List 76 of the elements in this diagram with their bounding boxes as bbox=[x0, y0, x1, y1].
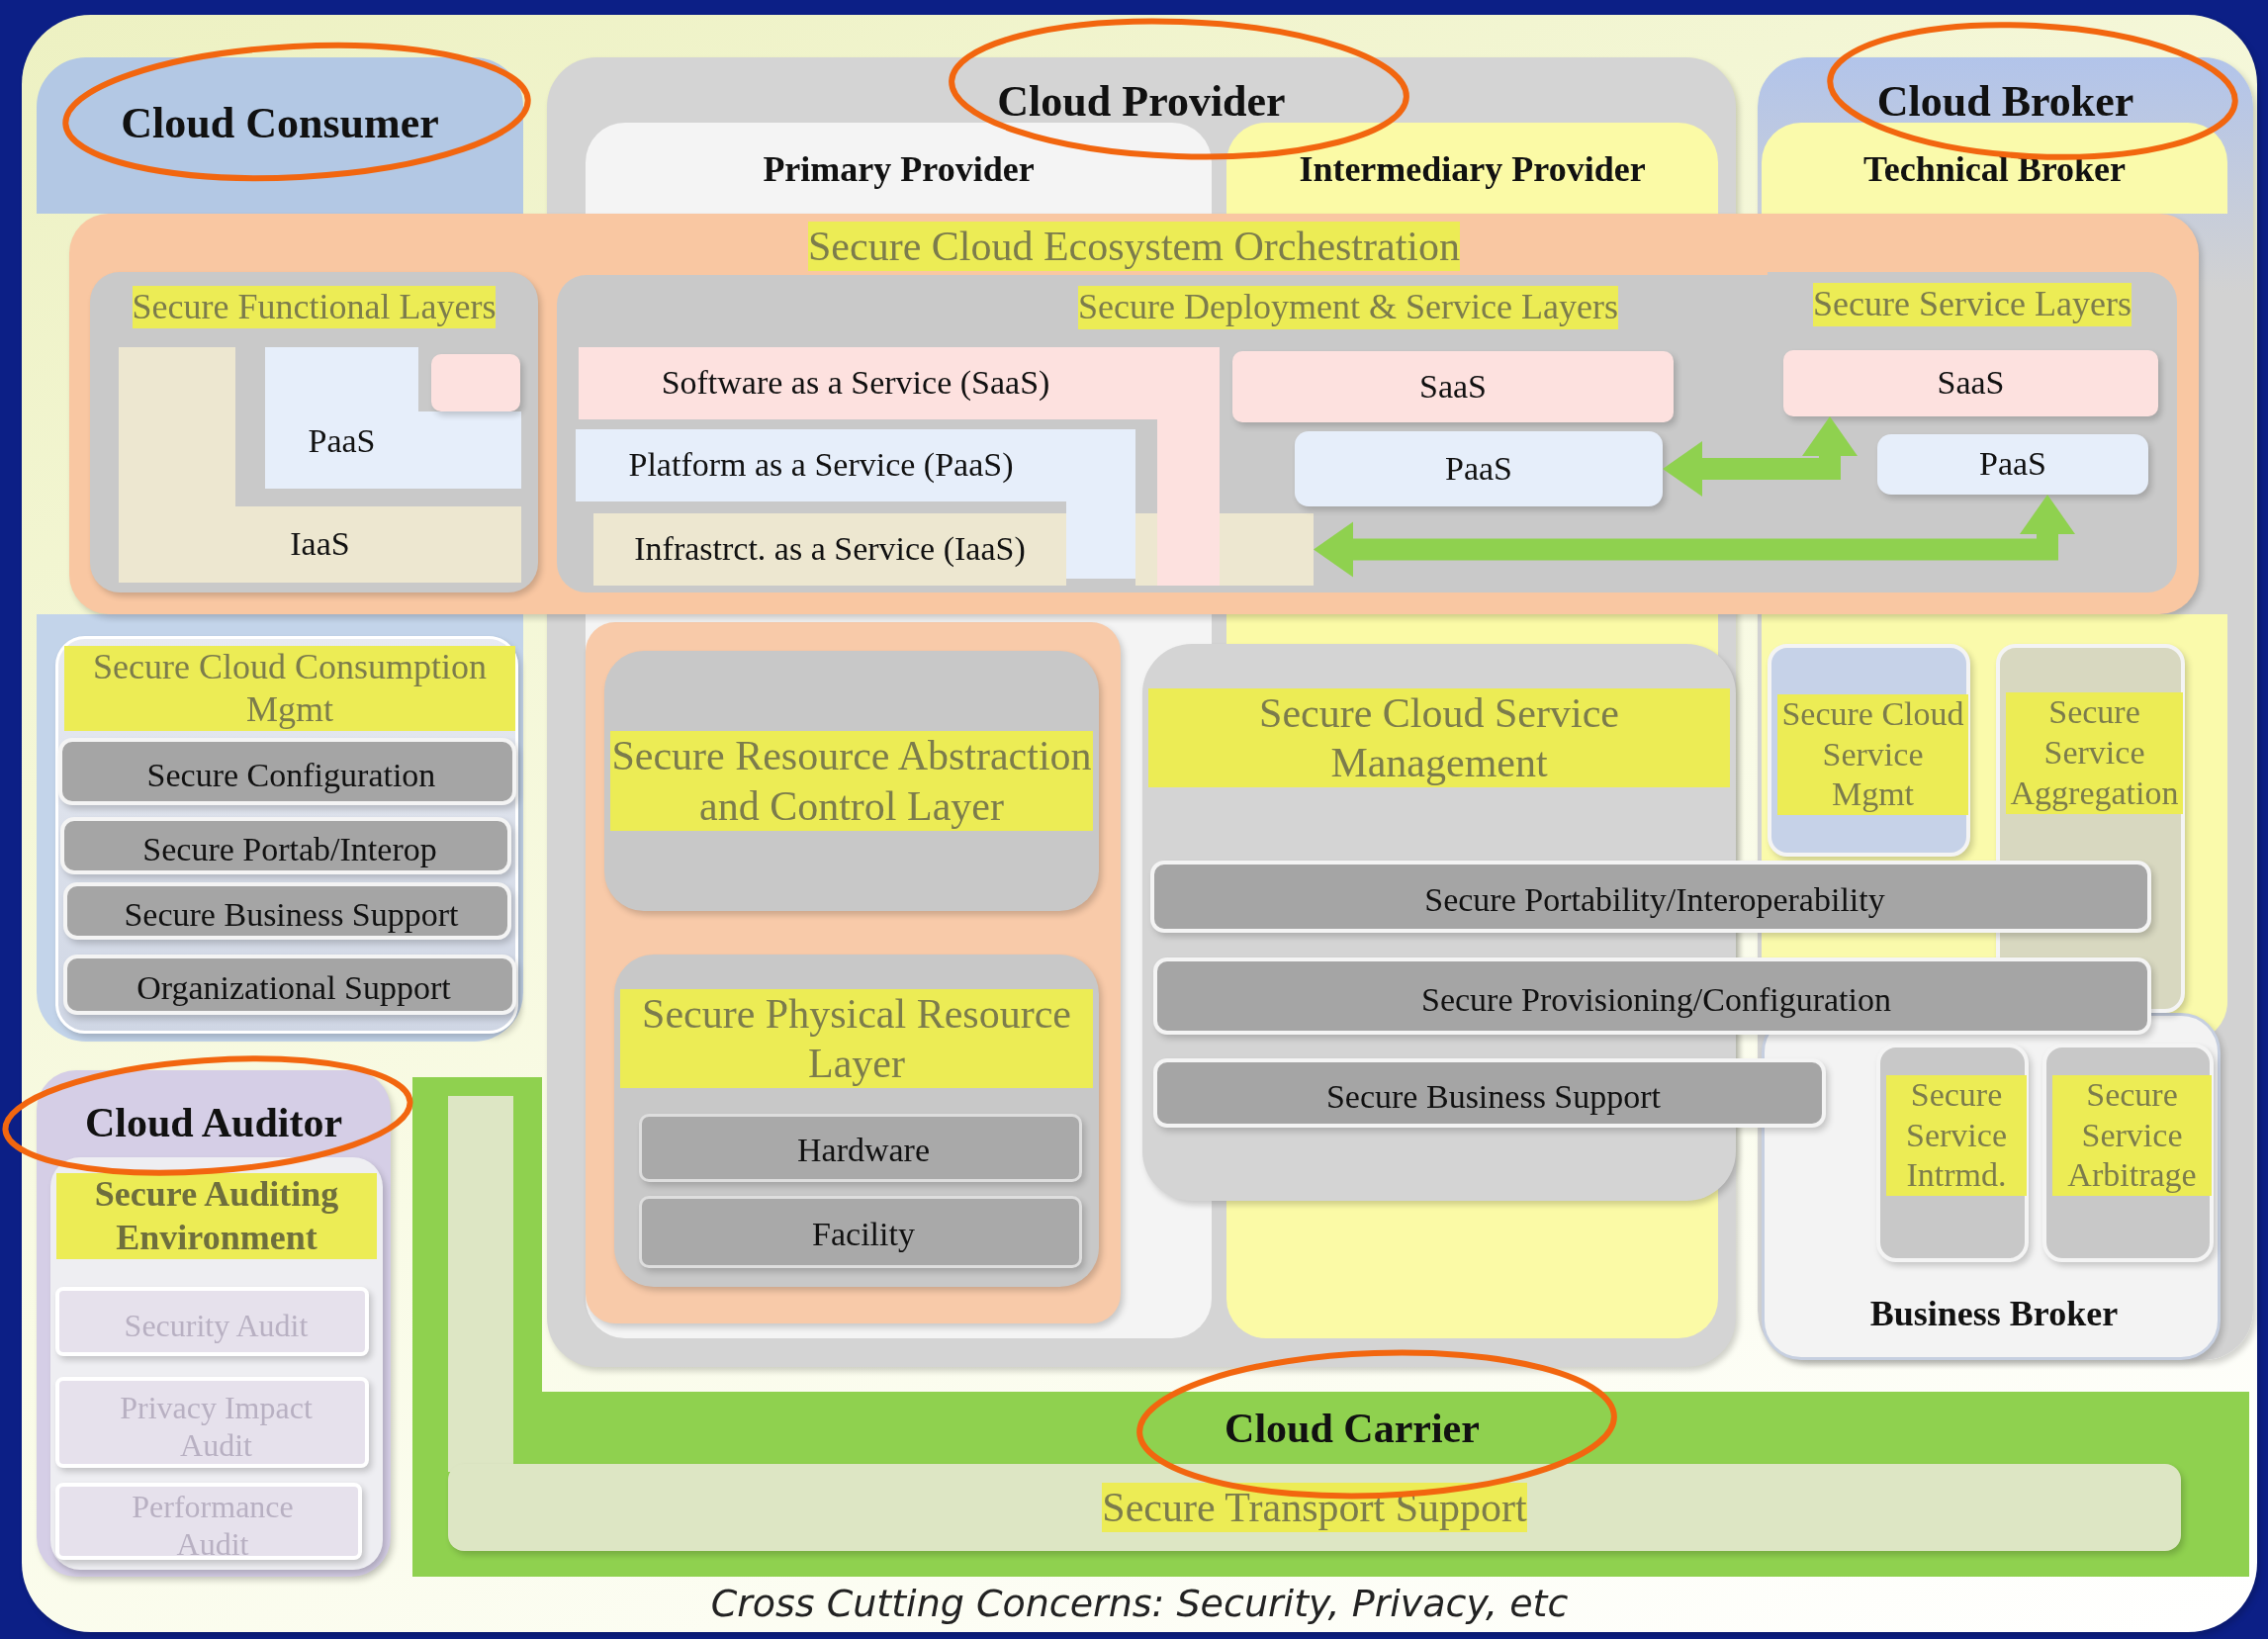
panel-title: Secure Service Intrmd. bbox=[1886, 1074, 2027, 1197]
box-label: Platform as a Service (PaaS) bbox=[628, 445, 1014, 486]
panel-title: Secure Resource Abstraction and Control Layer bbox=[610, 731, 1093, 831]
panel-title: Technical Broker bbox=[1863, 148, 2126, 192]
actor-panel bbox=[37, 57, 523, 214]
function-bar bbox=[63, 955, 516, 1015]
service-layer-box bbox=[431, 354, 520, 411]
box-label: Secure Portab/Interop bbox=[142, 829, 437, 869]
panel-title: Business Broker bbox=[1869, 1293, 2119, 1336]
panel-title: Secure Cloud Service Mgmt bbox=[1777, 693, 1968, 816]
panel-title: Secure Cloud Service Management bbox=[1148, 687, 1730, 788]
box-label: Secure Business Support bbox=[1325, 1076, 1662, 1117]
service-layer-box bbox=[1295, 431, 1663, 506]
audit-box bbox=[55, 1377, 369, 1468]
actor-panel bbox=[37, 1070, 391, 1577]
panel-title: Cloud Carrier bbox=[1225, 1404, 1480, 1453]
role-panel bbox=[586, 123, 1212, 214]
box-label: Facility bbox=[812, 1215, 915, 1255]
box-label: SaaS bbox=[1937, 363, 2005, 404]
role-panel bbox=[1762, 123, 2227, 214]
panel-title: Cloud Broker bbox=[1876, 76, 2134, 129]
layer-panel bbox=[557, 275, 1768, 592]
service-layer-box bbox=[1783, 350, 2158, 416]
function-bar bbox=[60, 817, 511, 874]
service-layer-box bbox=[265, 347, 521, 489]
panel-title: Secure Service Arbitrage bbox=[2052, 1074, 2212, 1197]
block-arrow bbox=[1663, 416, 1858, 497]
box-label: Secure Provisioning/Configuration bbox=[1421, 979, 1891, 1020]
box-label: Secure Business Support bbox=[124, 894, 459, 935]
concern-label: Cross Cutting Concerns: Security, Privacy, etc bbox=[710, 1582, 1569, 1627]
box-label: PaaS bbox=[308, 420, 376, 461]
box-label: PaaS bbox=[1445, 448, 1512, 489]
box-label: Secure Configuration bbox=[146, 755, 436, 795]
function-bar bbox=[63, 882, 511, 940]
panel-title: Primary Provider bbox=[763, 148, 1035, 192]
panel-title: Secure Service Aggregation bbox=[2006, 692, 2183, 814]
function-bar bbox=[1153, 957, 2151, 1035]
layer-panel bbox=[1768, 272, 2177, 592]
layer-panel bbox=[604, 651, 1099, 911]
panel-title: Cloud Auditor bbox=[84, 1098, 343, 1147]
function-panel bbox=[55, 636, 518, 1034]
function-bar bbox=[1150, 861, 2151, 933]
audit-box bbox=[55, 1287, 369, 1356]
panel-title: Intermediary Provider bbox=[1299, 148, 1646, 192]
box-label: IaaS bbox=[290, 524, 350, 565]
box-label: Hardware bbox=[797, 1131, 930, 1171]
panel-title: Cloud Provider bbox=[997, 76, 1286, 129]
transport-band bbox=[448, 1464, 2181, 1551]
box-label: Secure Portability/Interoperability bbox=[1424, 880, 1885, 921]
block-arrow bbox=[1314, 495, 2075, 578]
band-title: Secure Transport Support bbox=[1102, 1482, 1527, 1533]
panel-title: Secure Physical Resource Layer bbox=[620, 988, 1093, 1089]
audit-box bbox=[55, 1483, 362, 1560]
service-layer-box bbox=[1232, 351, 1674, 422]
service-layer-box bbox=[119, 347, 521, 583]
panel-title: Secure Deployment & Service Layers bbox=[1078, 286, 1618, 329]
box-label: Organizational Support bbox=[136, 968, 451, 1009]
role-panel bbox=[1226, 123, 1718, 214]
function-panel bbox=[50, 1157, 383, 1570]
function-bar bbox=[639, 1196, 1082, 1268]
panel-title: Secure Auditing Environment bbox=[56, 1173, 377, 1259]
box-label: Software as a Service (SaaS) bbox=[661, 363, 1050, 404]
panel-title: Secure Service Layers bbox=[1813, 283, 2132, 326]
box-label: Infrastrct. as a Service (IaaS) bbox=[634, 529, 1026, 570]
function-panel bbox=[1768, 644, 1970, 857]
panel-title: Cloud Consumer bbox=[121, 98, 439, 150]
function-bar bbox=[58, 738, 516, 805]
panel-title: Secure Functional Layers bbox=[132, 285, 497, 329]
box-label: SaaS bbox=[1419, 366, 1487, 407]
box-label: PaaS bbox=[1979, 444, 2046, 485]
service-layer-box bbox=[1877, 434, 2148, 495]
function-bar bbox=[639, 1114, 1082, 1182]
band-title: Secure Cloud Ecosystem Orchestration bbox=[808, 221, 1460, 272]
panel-title: Secure Cloud Consumption Mgmt bbox=[64, 645, 515, 732]
layer-panel bbox=[90, 272, 538, 592]
service-layer-box bbox=[593, 513, 1314, 586]
